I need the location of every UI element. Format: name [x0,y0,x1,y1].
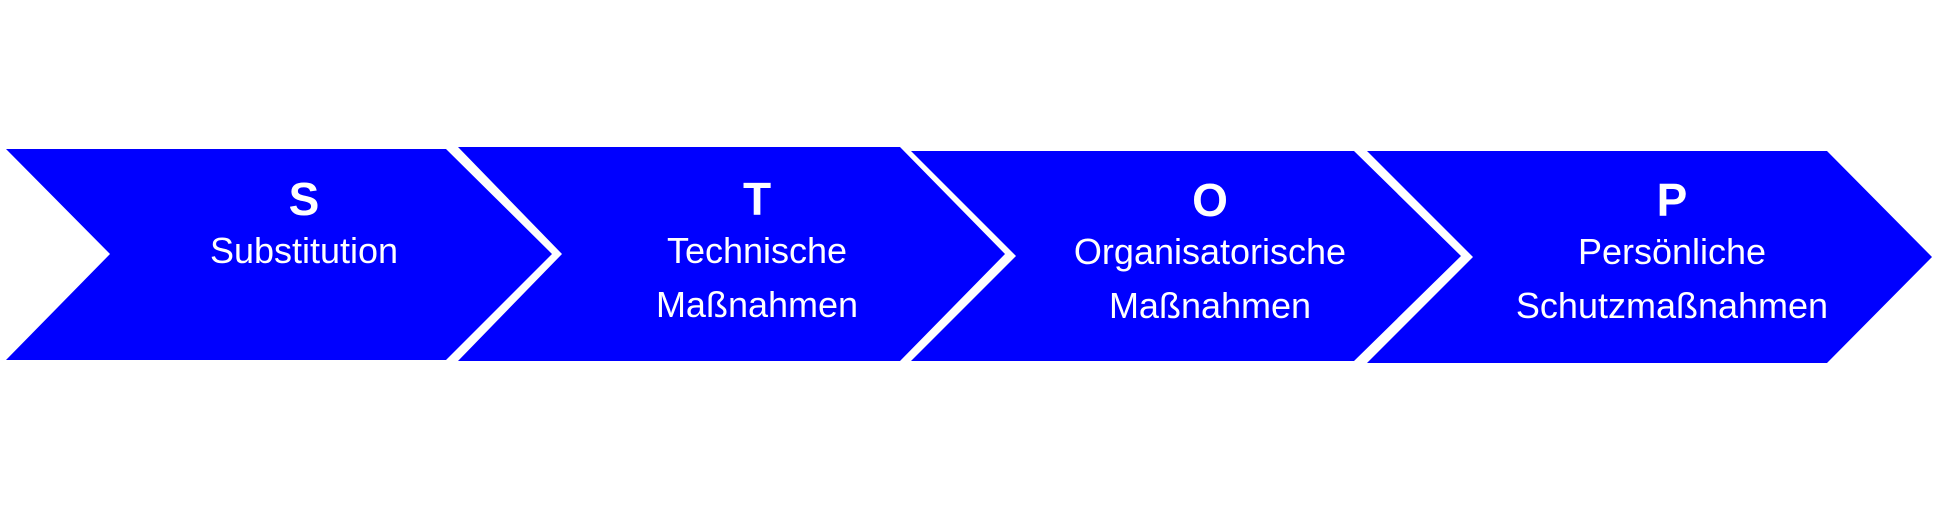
chevron-technische [458,147,1005,361]
step-letter: S [288,173,320,225]
step-text: Substitution [209,230,399,271]
step-o-label: O Organisatorische Maßnahmen [1074,175,1346,333]
chevron-organisatorische [911,151,1461,361]
step-text: Maßnahmen [1108,285,1312,326]
step-letter: O [1192,174,1228,226]
step-text: Maßnahmen [655,284,859,325]
step-text: Organisatorische [1073,231,1347,272]
step-t-label: T Technische Maßnahmen [656,174,858,332]
chevron-persoenliche [1367,151,1932,363]
step-s-label: S Substitution [210,174,398,278]
step-p-label: P Persönliche Schutzmaßnahmen [1516,175,1828,333]
step-text: Persönliche [1577,231,1767,272]
step-letter: P [1656,174,1688,226]
step-text: Technische [666,230,848,271]
step-text: Schutzmaßnahmen [1515,285,1829,326]
step-letter: T [742,173,772,225]
chevron-substitution [6,149,552,360]
